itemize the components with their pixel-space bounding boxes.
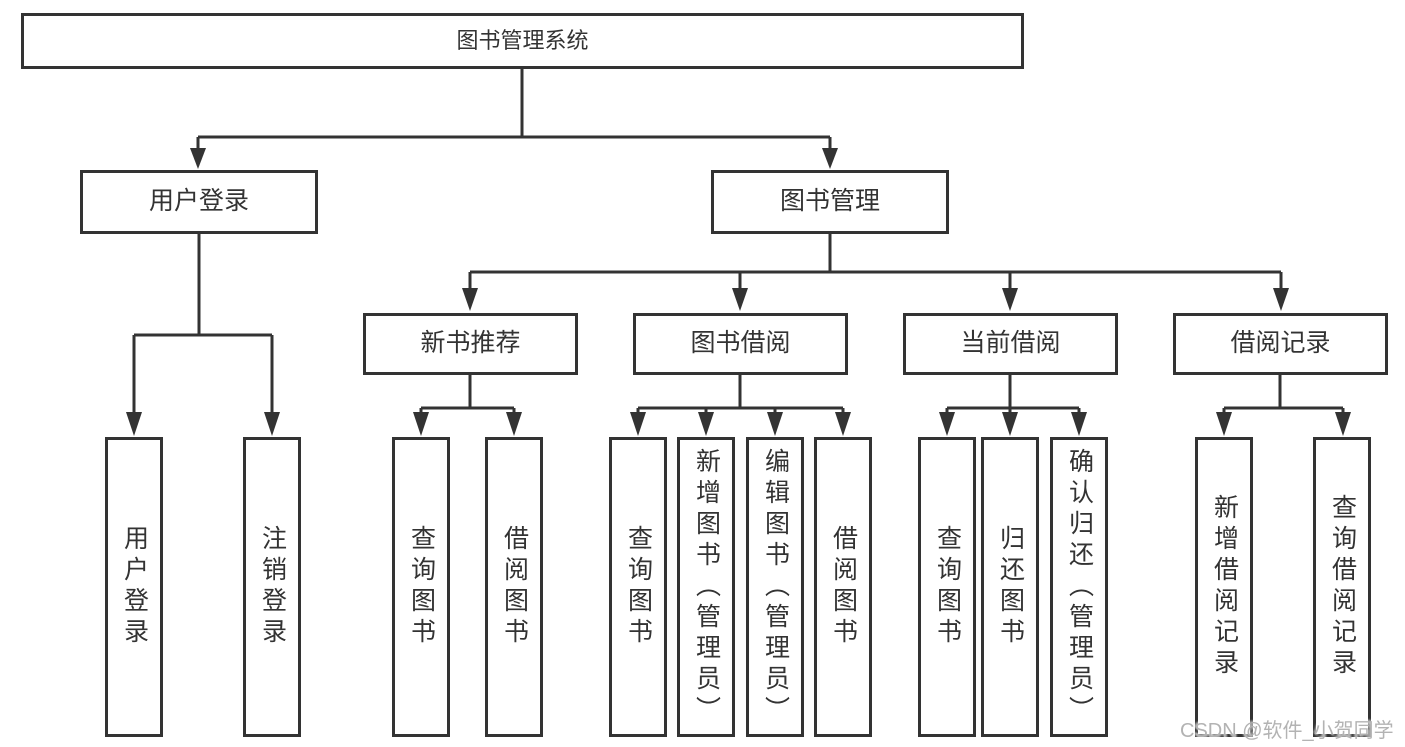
node-book-management-branch: 图书管理 — [711, 170, 949, 234]
arrow-down-icon — [939, 412, 955, 436]
leaf-return-books: 归还图书 — [981, 437, 1039, 737]
connector-root — [196, 69, 832, 151]
connector-new-book — [419, 375, 516, 414]
arrow-down-icon — [698, 412, 714, 436]
leaf-add-borrow-record: 新增借阅记录 — [1195, 437, 1253, 737]
connector-borrow-records — [1222, 375, 1345, 414]
arrow-down-icon — [822, 148, 838, 169]
node-book-borrowing: 图书借阅 — [633, 313, 848, 375]
node-current-borrowing: 当前借阅 — [903, 313, 1118, 375]
csdn-watermark: CSDN @软件_小贺同学 — [1180, 720, 1394, 742]
node-label: 图书借阅 — [690, 329, 791, 358]
node-label: 归还图书 — [996, 525, 1025, 649]
arrow-down-icon — [190, 148, 206, 169]
node-label: 查询图书 — [407, 525, 436, 649]
node-label: 借阅图书 — [500, 525, 529, 649]
arrow-down-icon — [1273, 288, 1289, 311]
leaf-confirm-return-admin: 确认归还（管理员） — [1050, 437, 1108, 737]
arrow-down-icon — [1002, 412, 1018, 436]
leaf-query-borrow-record: 查询借阅记录 — [1313, 437, 1371, 737]
node-label: 新书推荐 — [420, 329, 521, 358]
node-label: 查询借阅记录 — [1328, 494, 1357, 680]
arrow-down-icon — [1216, 412, 1232, 436]
connector-current-borrow — [945, 375, 1081, 414]
arrow-down-icon — [1335, 412, 1351, 436]
leaf-query-books-recommend: 查询图书 — [392, 437, 450, 737]
node-label: 新增借阅记录 — [1210, 494, 1239, 680]
connector-book-management — [468, 234, 1283, 291]
node-label: 当前借阅 — [960, 329, 1061, 358]
arrow-down-icon — [264, 412, 280, 436]
leaf-borrow-books-recommend: 借阅图书 — [485, 437, 543, 737]
node-label: 查询图书 — [624, 525, 653, 649]
arrow-down-icon — [835, 412, 851, 436]
node-label: 图书管理 — [779, 187, 880, 216]
arrow-down-icon — [1002, 288, 1018, 311]
leaf-add-books-admin: 新增图书（管理员） — [677, 437, 735, 737]
node-label: 借阅记录 — [1230, 329, 1331, 358]
node-label: 新增图书（管理员） — [692, 447, 721, 727]
node-label: 注销登录 — [258, 525, 287, 649]
node-library-management-system: 图书管理系统 — [21, 13, 1024, 69]
arrow-down-icon — [767, 412, 783, 436]
leaf-edit-books-admin: 编辑图书（管理员） — [746, 437, 804, 737]
leaf-borrow-books: 借阅图书 — [814, 437, 872, 737]
leaf-query-books-borrow: 查询图书 — [609, 437, 667, 737]
node-user-login-branch: 用户登录 — [80, 170, 318, 234]
node-label: 借阅图书 — [829, 525, 858, 649]
node-label: 确认归还（管理员） — [1065, 447, 1094, 727]
leaf-query-books-current: 查询图书 — [918, 437, 976, 737]
arrow-down-icon — [126, 412, 142, 436]
leaf-logout: 注销登录 — [243, 437, 301, 737]
connector-user-login — [132, 234, 274, 415]
connector-book-borrow — [636, 375, 845, 414]
arrow-down-icon — [630, 412, 646, 436]
node-borrowing-records: 借阅记录 — [1173, 313, 1388, 375]
arrow-down-icon — [732, 288, 748, 311]
arrow-down-icon — [413, 412, 429, 436]
arrowheads — [126, 148, 1351, 436]
node-label: 用户登录 — [148, 187, 249, 216]
node-new-book-recommendation: 新书推荐 — [363, 313, 578, 375]
node-label: 编辑图书（管理员） — [761, 447, 790, 727]
node-label: 查询图书 — [933, 525, 962, 649]
leaf-user-login: 用户登录 — [105, 437, 163, 737]
arrow-down-icon — [462, 288, 478, 311]
node-label: 用户登录 — [120, 525, 149, 649]
arrow-down-icon — [506, 412, 522, 436]
arrow-down-icon — [1071, 412, 1087, 436]
node-label: 图书管理系统 — [456, 27, 589, 53]
